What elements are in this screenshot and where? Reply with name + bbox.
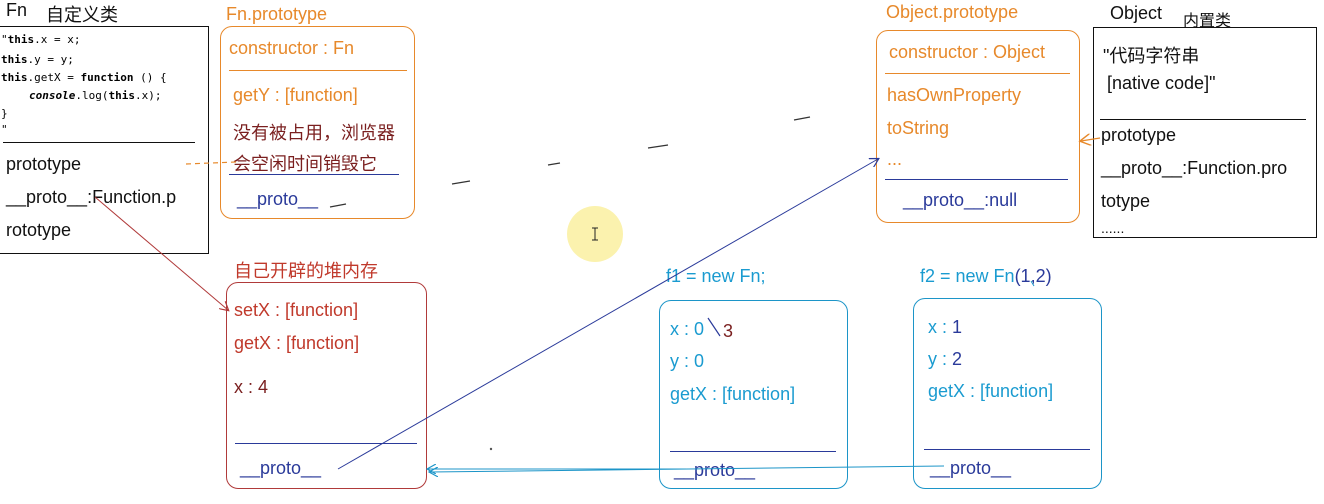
f2-y: y : 2 <box>928 349 963 369</box>
f1-box: x : 0 3 y : 0 getX : [function] __proto_… <box>659 300 848 489</box>
f2-x: x : 1 <box>928 317 963 337</box>
cursor-highlight <box>567 206 623 262</box>
code-line-4: console.log(this.x); <box>29 89 162 102</box>
divider <box>3 142 195 143</box>
code-line-3: this.getX = function () { <box>1 71 167 84</box>
fn-prototype-prop: prototype <box>6 154 82 174</box>
object-prototype-hasownproperty: hasOwnProperty <box>887 85 1022 105</box>
fn-proto-prop-line2: rototype <box>6 220 72 240</box>
f2-title: f2 = new Fn(1,2) <box>920 266 1052 286</box>
divider <box>235 443 417 444</box>
fn-class-box: "this.x = x; this.y = y; this.getX = fun… <box>0 26 209 254</box>
fn-prototype-proto: __proto__ <box>237 189 319 209</box>
object-class-title: Object <box>1110 3 1163 23</box>
code-line-2: this.y = y; <box>1 53 74 66</box>
object-native-line-2: [native code]" <box>1107 73 1216 93</box>
object-prototype-tostring: toString <box>887 118 950 138</box>
fn-proto-prop-line1: __proto__:Function.p <box>6 187 177 207</box>
heap-title: 自己开辟的堆内存 <box>234 261 378 281</box>
object-more: ...... <box>1101 220 1125 236</box>
divider <box>229 70 407 71</box>
fn-prototype-constructor: constructor : Fn <box>229 38 355 58</box>
heap-x: x : 4 <box>234 377 269 397</box>
heap-setx: setX : [function] <box>234 300 359 320</box>
divider <box>885 179 1068 180</box>
fn-prototype-note-1: 没有被占用，浏览器 <box>233 123 395 143</box>
object-prototype-constructor: constructor : Object <box>889 42 1046 62</box>
code-line-1: "this.x = x; <box>1 33 81 46</box>
fn-prototype-box: constructor : Fn getY : [function] 没有被占用… <box>220 26 415 219</box>
object-class-subtitle: 内置类 <box>1183 13 1232 30</box>
divider <box>1100 119 1306 120</box>
object-native-line-1: "代码字符串 <box>1103 46 1200 66</box>
fn-class-subtitle: 自定义类 <box>46 5 118 25</box>
stray-dot <box>489 447 493 451</box>
divider <box>229 174 399 175</box>
object-class-box: "代码字符串 [native code]" prototype __proto_… <box>1093 27 1317 238</box>
heap-box: setX : [function] getX : [function] x : … <box>226 282 427 489</box>
fn-prototype-gety: getY : [function] <box>233 85 358 105</box>
heap-proto: __proto__ <box>240 458 322 478</box>
divider <box>670 451 836 452</box>
object-prototype-title: Object.prototype <box>886 2 1019 22</box>
f1-x-new: 3 <box>723 321 734 341</box>
fn-prototype-title: Fn.prototype <box>226 4 328 24</box>
code-line-6: " <box>1 123 8 136</box>
object-prototype-proto: __proto__:null <box>903 190 1018 210</box>
object-proto-prop-line2: totype <box>1101 191 1151 211</box>
fn-prototype-note-2: 会空闲时间销毁它 <box>233 154 377 174</box>
heap-getx: getX : [function] <box>234 333 360 353</box>
object-prototype-box: constructor : Object hasOwnProperty toSt… <box>876 30 1080 223</box>
fn-class-title: Fn <box>6 0 28 20</box>
divider <box>924 449 1090 450</box>
object-prototype-prop: prototype <box>1101 125 1177 145</box>
f1-getx: getX : [function] <box>670 384 796 404</box>
f1-title: f1 = new Fn; <box>666 266 766 286</box>
object-prototype-ellipsis: ... <box>887 149 903 169</box>
f2-box: x : 1 y : 2 getX : [function] __proto__ <box>913 298 1102 489</box>
f1-y: y : 0 <box>670 351 705 371</box>
f2-proto: __proto__ <box>930 458 1012 478</box>
code-line-5: } <box>1 107 8 120</box>
f1-x: x : 0 <box>670 319 705 339</box>
object-proto-prop-line1: __proto__:Function.pro <box>1101 158 1288 178</box>
f1-proto: __proto__ <box>674 460 756 480</box>
divider <box>885 73 1070 74</box>
f2-getx: getX : [function] <box>928 381 1054 401</box>
